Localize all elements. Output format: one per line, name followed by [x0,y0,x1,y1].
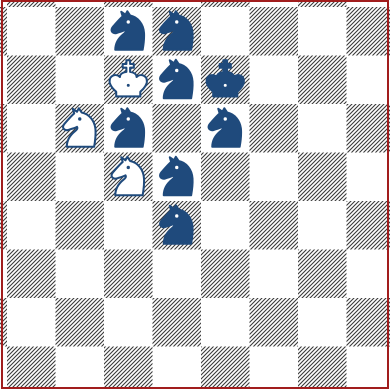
light-square[interactable] [56,347,105,389]
light-square[interactable] [7,201,56,250]
light-square[interactable] [298,298,347,347]
dark-square[interactable] [104,250,153,299]
light-square[interactable] [201,298,250,347]
dark-square[interactable] [298,250,347,299]
dark-square[interactable] [56,298,105,347]
light-square[interactable] [201,7,250,56]
dark-square[interactable] [56,7,105,56]
dark-square[interactable] [56,201,105,250]
light-square[interactable] [347,56,390,105]
light-square[interactable] [250,153,299,202]
light-square[interactable] [298,104,347,153]
light-square[interactable] [7,7,56,56]
dark-square[interactable] [201,347,250,389]
dark-square[interactable] [347,298,390,347]
dark-square[interactable] [347,201,390,250]
dark-square[interactable] [153,104,202,153]
dark-square[interactable] [153,298,202,347]
light-square[interactable] [56,153,105,202]
light-square[interactable] [104,201,153,250]
light-square[interactable] [56,56,105,105]
light-square[interactable] [250,347,299,389]
light-square[interactable] [153,347,202,389]
light-square[interactable] [104,298,153,347]
light-square[interactable] [298,7,347,56]
dark-square[interactable] [250,104,299,153]
dark-square[interactable] [201,250,250,299]
light-square[interactable] [347,347,390,389]
light-square[interactable] [250,250,299,299]
dark-square[interactable] [298,347,347,389]
dark-square[interactable] [7,250,56,299]
light-square[interactable] [298,201,347,250]
dark-square[interactable] [104,347,153,389]
light-square[interactable] [56,250,105,299]
dark-square[interactable] [7,56,56,105]
light-square[interactable] [347,250,390,299]
light-square[interactable] [153,250,202,299]
light-square[interactable] [7,298,56,347]
dark-square[interactable] [347,104,390,153]
light-square[interactable] [201,201,250,250]
dark-square[interactable] [347,7,390,56]
dark-square[interactable] [7,153,56,202]
dark-square[interactable] [201,153,250,202]
dark-square[interactable] [7,347,56,389]
dark-square[interactable] [250,7,299,56]
dark-square[interactable] [298,153,347,202]
dark-square[interactable] [298,56,347,105]
light-square[interactable] [347,153,390,202]
light-square[interactable] [7,104,56,153]
light-square[interactable] [250,56,299,105]
dark-square[interactable] [250,298,299,347]
dark-square[interactable] [250,201,299,250]
